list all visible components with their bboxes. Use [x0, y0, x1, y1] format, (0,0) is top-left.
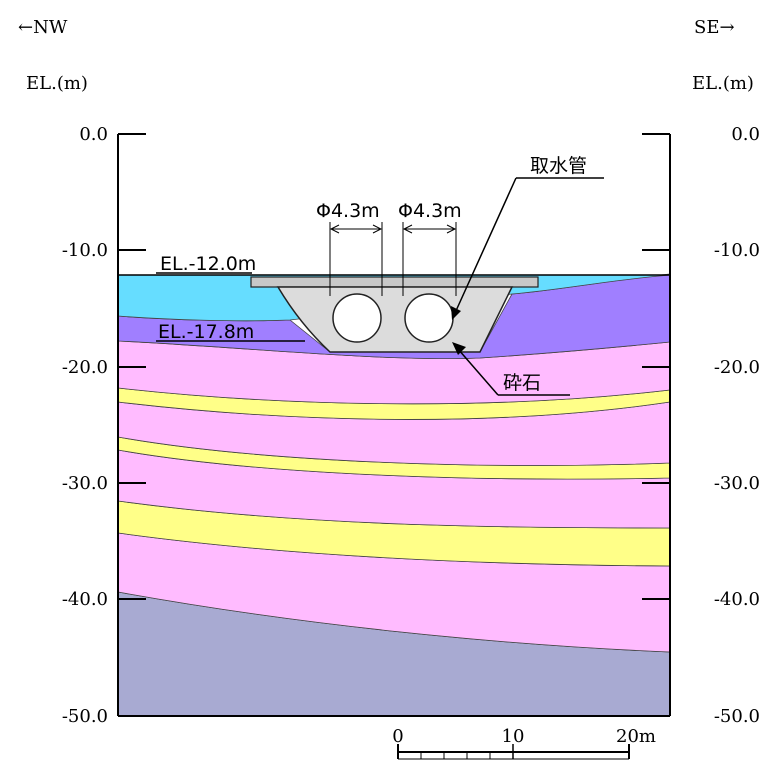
left-ticks	[118, 133, 146, 717]
right-tick-label: -30.0	[714, 473, 760, 494]
dimension-lines	[329, 222, 457, 296]
direction-left: ←NW	[18, 17, 68, 38]
right-tick-label: -10.0	[714, 240, 760, 261]
right-tick-label: 0.0	[731, 124, 760, 145]
right-tick-labels: 0.0 -10.0 -20.0 -30.0 -40.0 -50.0	[714, 124, 760, 727]
right-tick-label: -20.0	[714, 357, 760, 378]
top-slab	[250, 276, 539, 288]
leader-lines	[156, 177, 604, 396]
scale-label: 20m	[616, 726, 656, 747]
left-tick-labels: 0.0 -10.0 -20.0 -30.0 -40.0 -50.0	[62, 124, 108, 727]
intake-pipe-2	[404, 293, 454, 343]
gravel-arrowhead	[452, 342, 466, 355]
left-tick-label: -50.0	[62, 706, 108, 727]
elevation-label-top: EL.-12.0m	[160, 253, 256, 275]
pipe-arrowhead	[451, 306, 461, 320]
diameter-label-1: Φ4.3m	[316, 200, 380, 222]
gravel-label: 砕石	[503, 372, 541, 394]
elevation-label-bottom: EL.-17.8m	[158, 321, 254, 343]
scale-bar: 0 10 20m	[392, 726, 656, 760]
left-tick-label: -40.0	[62, 589, 108, 610]
left-tick-label: -30.0	[62, 473, 108, 494]
right-tick-label: -50.0	[714, 706, 760, 727]
intake-structure-body	[276, 286, 514, 353]
left-unit-label: EL.(m)	[26, 73, 88, 94]
intake-pipe-label: 取水管	[530, 155, 587, 177]
right-tick-label: -40.0	[714, 589, 760, 610]
direction-right: SE→	[694, 17, 735, 38]
left-tick-label: -20.0	[62, 357, 108, 378]
left-tick-label: 0.0	[79, 124, 108, 145]
scale-label: 10	[502, 726, 525, 747]
right-ticks	[642, 133, 670, 717]
diameter-label-2: Φ4.3m	[398, 200, 462, 222]
right-unit-label: EL.(m)	[692, 73, 754, 94]
left-tick-label: -10.0	[62, 240, 108, 261]
intake-pipe-1	[332, 293, 382, 343]
scale-label: 0	[392, 726, 403, 747]
